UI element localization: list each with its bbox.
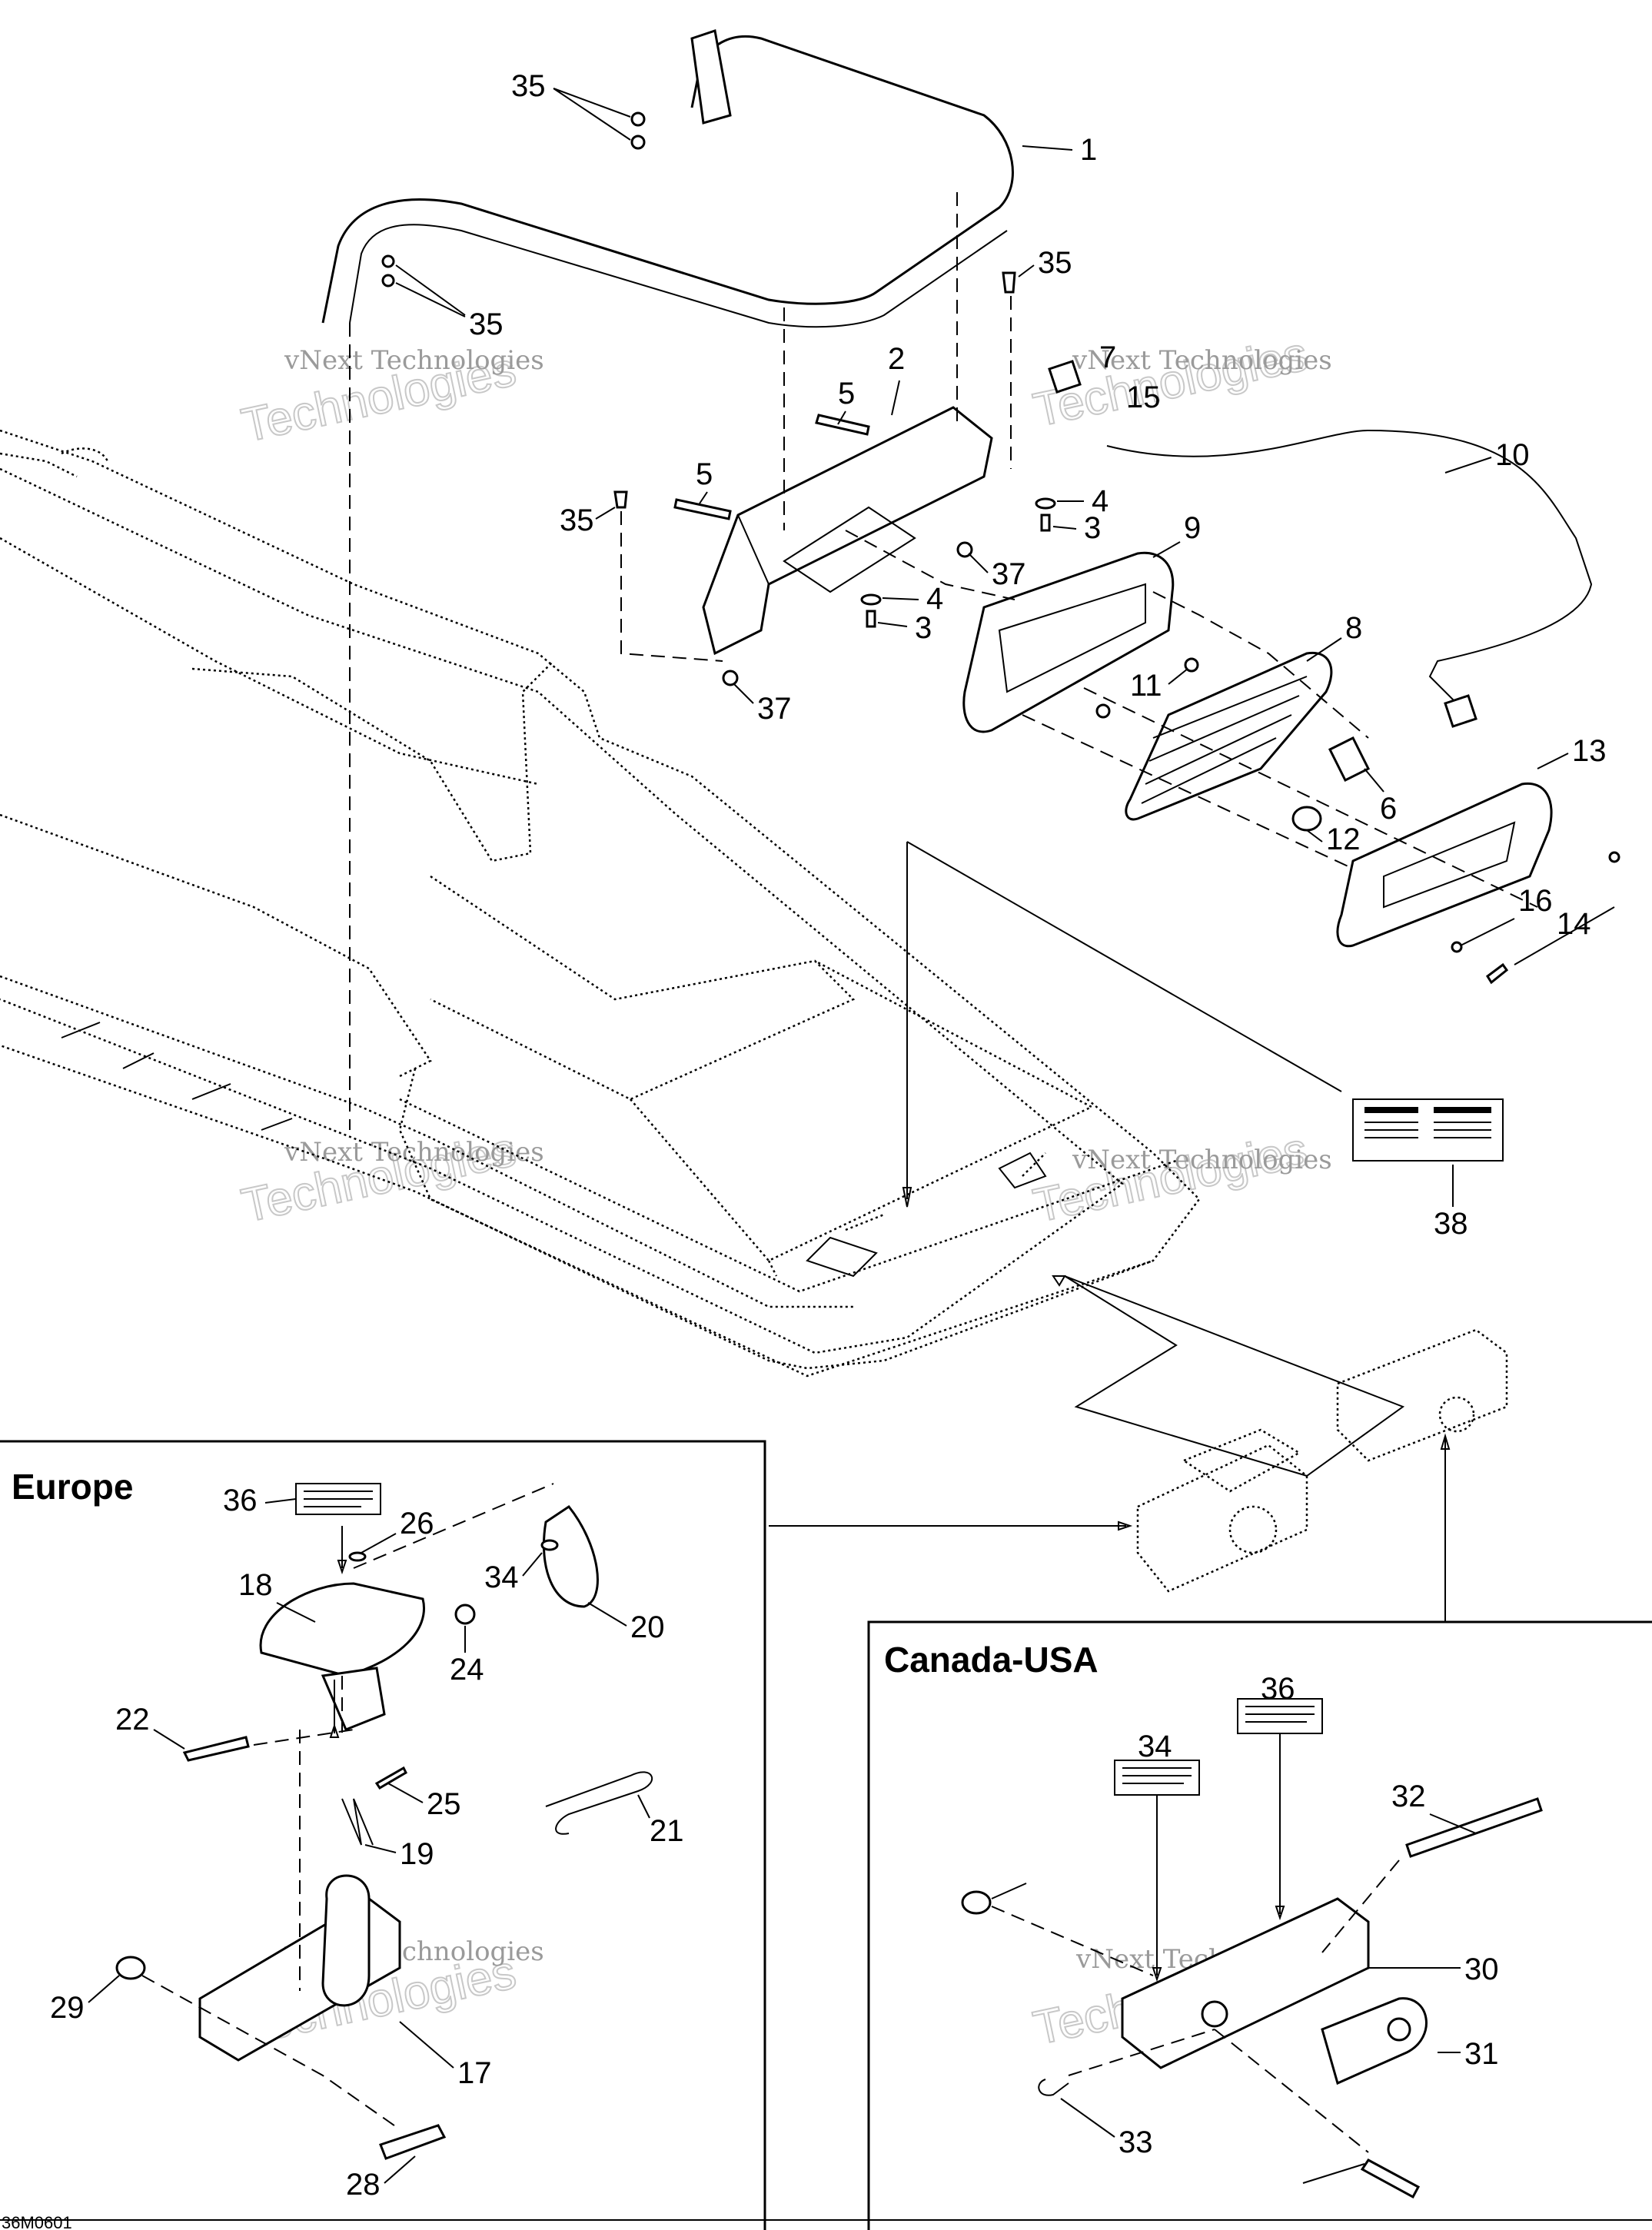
screw-14 (1451, 851, 1620, 985)
callout-8: 8 (1345, 611, 1362, 645)
callout-35: 35 (469, 307, 504, 341)
callout-20: 20 (630, 1610, 665, 1644)
watermark-text: vNext Technologies (1072, 1145, 1332, 1175)
warning-label-38 (1352, 1098, 1504, 1162)
callout-22: 22 (115, 1703, 150, 1736)
callout-15: 15 (1126, 381, 1161, 414)
callout-34: 28 (346, 2168, 381, 2202)
hitch-ghost (1136, 1328, 1508, 1593)
callout-10: 10 (1495, 438, 1530, 472)
callout-21: 21 (650, 1814, 684, 1848)
callout-16: 16 (1518, 884, 1553, 918)
callout-36: 29 (50, 1991, 85, 2025)
callout-17: 17 (457, 2056, 492, 2090)
bulb-socket (1291, 736, 1371, 832)
canada-usa-title: Canada-USA (884, 1640, 1099, 1680)
callout-4: 4 (1092, 484, 1109, 518)
callout-13: 13 (1572, 734, 1607, 768)
callout-37: 37 (757, 692, 792, 726)
callout-11: 11 (1130, 669, 1162, 703)
callout-29: 31 (1464, 2037, 1499, 2071)
leader-arrows (769, 841, 1451, 1622)
watermark-text: vNext Technologies (284, 345, 544, 376)
callout-35: 35 (1038, 246, 1072, 280)
chassis-tunnel (0, 429, 1201, 1378)
callout-5: 5 (838, 377, 855, 410)
callout-27: 36 (223, 1484, 258, 1517)
reflector (1125, 651, 1333, 821)
callout-32: 34 (1138, 1730, 1172, 1763)
callout-2: 2 (888, 342, 905, 376)
callout-6: 6 (1380, 792, 1397, 826)
callout-19: 19 (400, 1837, 434, 1871)
callout-33: 36 (1261, 1672, 1295, 1706)
watermark-text: vNext Technologies (284, 1137, 544, 1168)
callout-4: 4 (926, 582, 943, 616)
callout-35: 35 (560, 503, 594, 537)
callouts-main: 1 2 3 3 4 4 5 5 6 7 8 9 10 11 12 13 14 1… (395, 69, 1615, 1241)
callout-24: 26 (400, 1507, 434, 1540)
callout-7: 7 (1099, 341, 1116, 374)
europe-panel: Europe 36 26 (0, 1440, 766, 2230)
callout-30: 32 (1391, 1780, 1426, 1813)
callout-26: 34 (484, 1560, 519, 1594)
callout-37: 37 (992, 557, 1026, 591)
screw-35-top (381, 111, 1016, 509)
watermark-text: vNext Technologies (1072, 345, 1332, 376)
canada-usa-panel: Canada-USA 36 34 32 30 31 33 (867, 1620, 1652, 2230)
callout-18: 18 (238, 1568, 273, 1602)
figure-footer: 36M0601 (0, 2213, 1652, 2230)
grab-handle (321, 29, 1014, 328)
callout-9: 9 (1184, 511, 1201, 545)
bolt-5 (673, 414, 870, 520)
assembly-lines (349, 192, 1538, 1130)
figure-code: 36M0601 (2, 2213, 72, 2230)
callout-3: 3 (1084, 511, 1101, 545)
callout-28: 30 (1464, 1952, 1499, 1986)
washers-screws (722, 497, 1056, 686)
callout-31: 33 (1119, 2125, 1153, 2159)
taillight-bracket (702, 406, 993, 656)
callout-12: 12 (1326, 823, 1361, 856)
taillight-housing (962, 551, 1175, 733)
europe-title: Europe (12, 1467, 133, 1507)
callout-23: 24 (450, 1653, 484, 1687)
nut-11 (1095, 657, 1199, 719)
taillight-lens (1336, 782, 1553, 948)
callout-1: 1 (1080, 133, 1097, 167)
callout-35: 35 (511, 69, 546, 103)
wiring-harness (1048, 360, 1593, 728)
callout-5: 5 (696, 457, 713, 491)
callout-38: 38 (1434, 1207, 1468, 1241)
callout-25: 25 (427, 1787, 461, 1821)
callout-3: 3 (915, 611, 932, 645)
watermark-outline: Technologies (1029, 1123, 1312, 1233)
